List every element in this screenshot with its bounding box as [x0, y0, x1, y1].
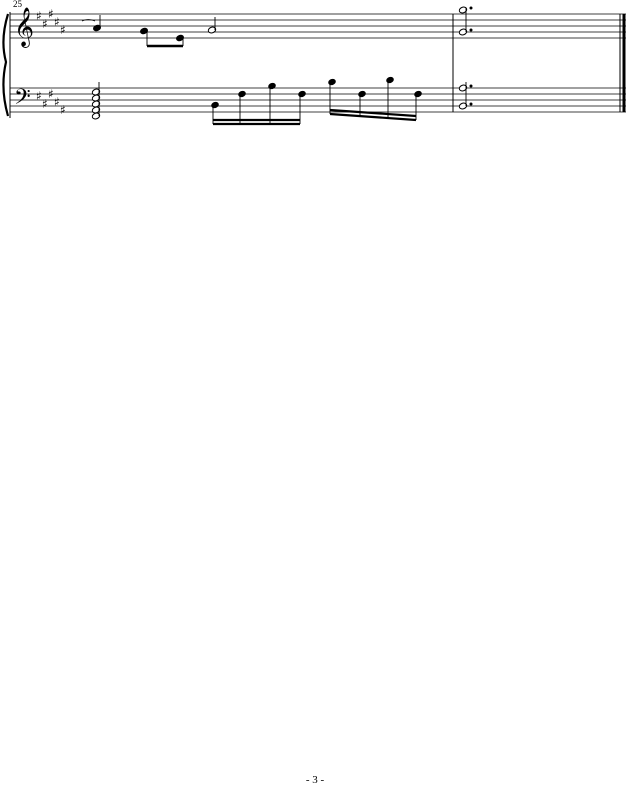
- system-brace: [2, 13, 10, 117]
- svg-text:♯: ♯: [48, 7, 54, 21]
- svg-text:♯: ♯: [54, 15, 60, 29]
- bass-final-chord: [458, 82, 473, 110]
- bass-key-signature: ♯♯♯ ♯♯: [36, 87, 66, 117]
- svg-text:♯: ♯: [42, 97, 48, 111]
- svg-text:♯: ♯: [36, 9, 42, 23]
- bass-clef: 𝄢: [14, 85, 31, 115]
- page-number: - 3 -: [305, 774, 325, 786]
- treble-final-chord: [458, 6, 473, 36]
- svg-text:♯: ♯: [36, 89, 42, 103]
- treble-notes: [81, 15, 217, 48]
- svg-text:♯: ♯: [48, 87, 54, 101]
- svg-text:♯: ♯: [42, 17, 48, 31]
- bass-notes: [91, 76, 422, 126]
- treble-key-signature: ♯♯♯ ♯♯: [36, 7, 66, 37]
- svg-text:♯: ♯: [54, 95, 60, 109]
- svg-text:♯: ♯: [60, 103, 66, 117]
- measure-number: 25: [13, 0, 22, 9]
- bass-staff: [10, 87, 626, 113]
- tie: [81, 19, 96, 22]
- treble-clef: 𝄞: [14, 7, 34, 48]
- svg-text:♯: ♯: [60, 23, 66, 37]
- treble-staff: [10, 13, 626, 39]
